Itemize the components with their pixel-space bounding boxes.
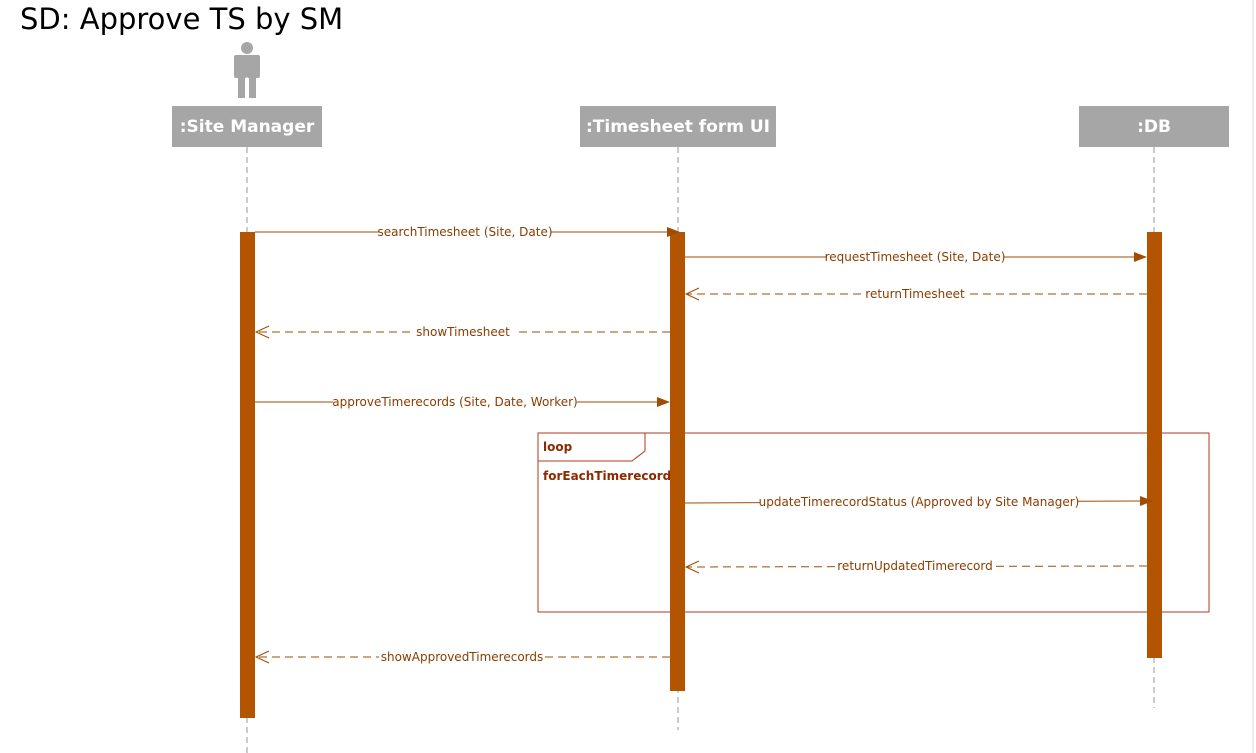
loop-guard-label: forEachTimerecord: [543, 469, 671, 483]
loop-fragment: loop forEachTimerecord: [537, 432, 1210, 613]
lifeline-label-db: :DB: [1137, 117, 1171, 137]
message-label: updateTimerecordStatus (Approved by Site…: [759, 495, 1080, 509]
message-request-timesheet: requestTimesheet (Site, Date): [685, 250, 1147, 264]
lifeline-head-site-manager: :Site Manager: [172, 106, 322, 147]
lifeline-label-timesheet-ui: :Timesheet form UI: [586, 117, 770, 137]
message-search-timesheet: searchTimesheet (Site, Date): [255, 225, 680, 239]
message-update-timerecord-status: updateTimerecordStatus (Approved by Site…: [684, 494, 1153, 509]
message-approve-timerecords: approveTimerecords (Site, Date, Worker): [255, 395, 670, 409]
message-return-timesheet: returnTimesheet: [684, 287, 1147, 301]
message-label: showApprovedTimerecords: [381, 650, 544, 664]
message-label: requestTimesheet (Site, Date): [825, 250, 1006, 264]
message-label: approveTimerecords (Site, Date, Worker): [332, 395, 577, 409]
activation-db: [1147, 232, 1162, 658]
activation-site-manager: [240, 232, 255, 718]
lifeline-head-timesheet-ui: :Timesheet form UI: [580, 106, 776, 147]
message-return-updated-timerecord: returnUpdatedTimerecord: [684, 559, 1148, 574]
lifeline-head-db: :DB: [1079, 106, 1229, 147]
message-label: searchTimesheet (Site, Date): [377, 225, 552, 239]
message-label: returnUpdatedTimerecord: [837, 559, 992, 573]
lifeline-label-site-manager: :Site Manager: [180, 117, 315, 137]
message-show-approved-timerecords: showApprovedTimerecords: [254, 650, 670, 664]
message-label: returnTimesheet: [865, 287, 965, 301]
message-label: showTimesheet: [416, 325, 510, 339]
message-show-timesheet: showTimesheet: [254, 325, 670, 339]
loop-operator-label: loop: [543, 440, 573, 454]
activation-timesheet-ui: [670, 232, 685, 691]
actor-icon: [234, 42, 260, 98]
diagram-title: SD: Approve TS by SM: [20, 2, 343, 36]
